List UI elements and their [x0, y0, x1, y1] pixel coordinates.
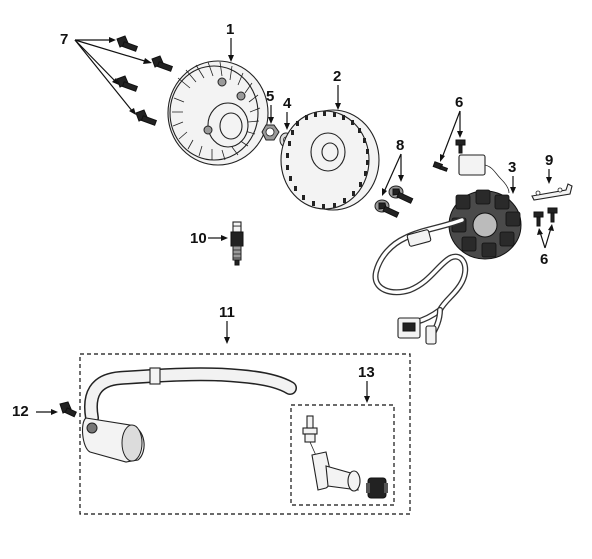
callout-2: 2 — [333, 68, 341, 110]
bolt-group — [374, 185, 414, 218]
callout-3: 3 — [508, 159, 516, 194]
ignition-coil-part — [81, 367, 297, 463]
callout-7-label: 7 — [60, 31, 68, 48]
spark-plug-part — [230, 221, 244, 266]
callout-11-label: 11 — [219, 304, 235, 321]
callout-6-bottom-label: 6 — [540, 251, 548, 268]
callout-8: 8 — [382, 137, 404, 196]
callout-4: 4 — [283, 95, 292, 130]
screw-icon — [547, 207, 558, 223]
callout-6-bottom: 6 — [537, 224, 554, 268]
fan-bolt-icon — [135, 109, 158, 126]
callout-7: 7 — [60, 31, 152, 115]
callout-10: 10 — [190, 230, 228, 247]
callout-3-label: 3 — [508, 159, 516, 176]
bolt-icon — [374, 199, 400, 218]
fan-bolt-icon — [151, 55, 174, 72]
plug-cap-part — [302, 415, 388, 499]
plug-cap-group-box — [290, 404, 395, 506]
callout-12: 12 — [12, 403, 58, 420]
fan-bolt-icon — [116, 35, 139, 52]
callout-6-top: 6 — [440, 94, 463, 162]
callout-11: 11 — [219, 304, 235, 344]
callout-5: 5 — [266, 88, 274, 124]
callout-4-label: 4 — [283, 95, 292, 112]
callout-10-label: 10 — [190, 230, 207, 247]
coil-bolt-icon — [59, 401, 77, 418]
screw-icon — [432, 161, 449, 172]
flywheel-fan-part — [167, 60, 269, 166]
rubber-boot — [366, 477, 388, 499]
callout-1: 1 — [226, 21, 234, 62]
callout-13: 13 — [358, 364, 375, 403]
screw-group-bottom — [533, 207, 558, 227]
clamp-part — [531, 183, 573, 201]
screw-icon — [455, 139, 466, 154]
callout-9: 9 — [545, 152, 553, 184]
flywheel-rotor-part — [280, 109, 380, 211]
callout-5-label: 5 — [266, 88, 274, 105]
ignition-coil-group-box — [79, 353, 411, 515]
callout-8-label: 8 — [396, 137, 404, 154]
callout-6-top-label: 6 — [455, 94, 463, 111]
bolt-icon — [388, 185, 414, 204]
callout-9-label: 9 — [545, 152, 553, 169]
fan-bolt-group — [116, 35, 174, 126]
stator-assembly-part — [372, 154, 522, 345]
screw-group-top — [432, 139, 466, 172]
callout-12-label: 12 — [12, 403, 29, 420]
fan-bolt-icon — [116, 75, 139, 92]
callout-1-label: 1 — [226, 21, 234, 38]
screw-icon — [533, 211, 544, 227]
callout-2-label: 2 — [333, 68, 341, 85]
nut-part — [261, 124, 280, 141]
callout-13-label: 13 — [358, 364, 375, 381]
